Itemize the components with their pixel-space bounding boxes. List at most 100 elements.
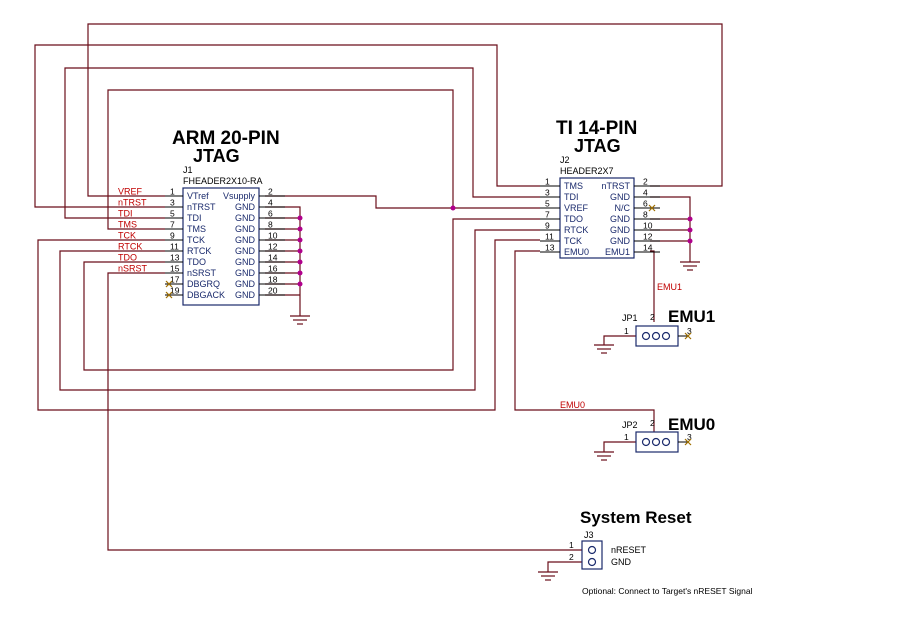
junction-dot — [297, 270, 303, 276]
arm-pin-20-number: 20 — [268, 286, 278, 296]
ti-pin-1-name: TMS — [564, 181, 583, 191]
wire-ntrst — [34, 44, 540, 208]
arm-part-name: FHEADER2X10-RA — [183, 176, 263, 186]
ti-pin-10-name: GND — [610, 225, 631, 235]
arm-pin-10-number: 10 — [268, 231, 278, 241]
wire-vref — [87, 23, 723, 197]
arm-pin-3-name: nTRST — [187, 202, 216, 212]
j3-pin-2 — [587, 557, 597, 567]
reset-note: Optional: Connect to Target's nRESET Sig… — [582, 586, 753, 596]
arm-title-line2: JTAG — [193, 146, 240, 166]
emu0-net-label: EMU0 — [560, 400, 585, 410]
junction-dot — [297, 215, 303, 221]
arm-pin-1-name: VTref — [187, 191, 209, 201]
ti-refdes: J2 — [560, 155, 570, 165]
wire-vsupply — [265, 195, 453, 209]
arm-pin-2-number: 2 — [268, 187, 273, 197]
arm-pin-20-name: GND — [235, 290, 256, 300]
junction-dot — [297, 281, 303, 287]
arm-connector-body — [182, 187, 260, 306]
arm-pin-14-name: GND — [235, 257, 256, 267]
ti-pin-2-name: nTRST — [601, 181, 630, 191]
junction-dot — [297, 248, 303, 254]
arm-pin-12-number: 12 — [268, 242, 278, 252]
jp1-pin1-number: 1 — [624, 326, 629, 336]
ti-pin-7-name: TDO — [564, 214, 583, 224]
ti-pin-9-name: RTCK — [564, 225, 588, 235]
ti-pin-9-number: 9 — [545, 221, 550, 231]
ti-title-line2: JTAG — [574, 136, 621, 156]
j3-refdes: J3 — [584, 530, 594, 540]
wire-tck — [37, 239, 540, 411]
junction-dot — [450, 205, 456, 211]
j3-pin1-label: nRESET — [611, 545, 647, 555]
junction-dot — [687, 227, 693, 233]
wire-group — [34, 23, 723, 572]
junction-dot — [297, 237, 303, 243]
ground-icon — [290, 315, 310, 325]
arm-pin-9-name: TCK — [187, 235, 205, 245]
j3-pin2-label: GND — [611, 557, 632, 567]
ti-pin-6-name: N/C — [615, 203, 631, 213]
arm-pin-9-number: 9 — [170, 231, 175, 241]
ti-pin-3-number: 3 — [545, 188, 550, 198]
wire-tdo — [83, 218, 540, 371]
arm-pin-17-name: DBGRQ — [187, 279, 220, 289]
jp2-pin2-number: 2 — [650, 418, 655, 428]
arm-pin-15-number: 15 — [170, 264, 180, 274]
ti-pin-1-number: 1 — [545, 177, 550, 187]
j3-pin-1 — [587, 545, 597, 555]
arm-pin-4-name: GND — [235, 202, 256, 212]
arm-pin-14-number: 14 — [268, 253, 278, 263]
arm-pin-5-number: 5 — [170, 209, 175, 219]
wire-nsrst — [107, 272, 582, 551]
arm-title-line1: ARM 20-PIN — [172, 128, 280, 149]
ti-pin-8-number: 8 — [643, 210, 648, 220]
jp1-title: EMU1 — [668, 307, 715, 326]
jp1-emu1-jumper: EMU1 EMU1 JP1 1 2 3 — [622, 282, 715, 347]
no-connect-icon — [684, 438, 692, 446]
arm-refdes: J1 — [183, 165, 193, 175]
arm-pin-2-name: Vsupply — [223, 191, 256, 201]
net-label-tdi: TDI — [118, 209, 133, 219]
jp2-pin-3 — [661, 437, 671, 447]
wire-jp2-gnd — [603, 441, 640, 452]
arm-pin-16-name: GND — [235, 268, 256, 278]
ti-connector-body — [559, 177, 635, 259]
arm-pin-12-name: GND — [235, 246, 256, 256]
ti-pin-12-number: 12 — [643, 232, 653, 242]
arm-pin-4-number: 4 — [268, 198, 273, 208]
junction-dots — [297, 205, 693, 287]
no-connect-icon — [165, 280, 173, 288]
net-label-tck: TCK — [118, 231, 136, 241]
ti-pin-4-number: 4 — [643, 188, 648, 198]
jp1-pin-1 — [641, 331, 651, 341]
arm-pin-13-name: TDO — [187, 257, 206, 267]
ti-pin-14-name: EMU1 — [605, 247, 630, 257]
arm-pin-7-number: 7 — [170, 220, 175, 230]
jp2-pin1-number: 1 — [624, 432, 629, 442]
arm-pin-13-number: 13 — [170, 253, 180, 263]
ti-title-line1: TI 14-PIN — [556, 118, 637, 139]
wire-emu0 — [514, 250, 655, 432]
ti-pin-4-name: GND — [610, 192, 631, 202]
junction-dot — [687, 216, 693, 222]
junction-dot — [687, 238, 693, 244]
arm-pin-19-name: DBGACK — [187, 290, 225, 300]
arm-pin-6-name: GND — [235, 213, 256, 223]
wire-tms — [107, 89, 540, 230]
ground-icon — [680, 261, 700, 271]
jp2-emu0-jumper: EMU0 EMU0 JP2 1 2 3 — [560, 400, 715, 453]
junction-dot — [297, 226, 303, 232]
j3-pin1-number: 1 — [569, 540, 574, 550]
wire-emu1 — [650, 250, 655, 322]
arm-pin-11-name: RTCK — [187, 246, 211, 256]
ti-pin-2-number: 2 — [643, 177, 648, 187]
arm-pin-19-number: 19 — [170, 286, 180, 296]
j3-system-reset: System Reset J3 1 2 nRESET GND Optional:… — [569, 508, 753, 596]
ti-pin-11-name: TCK — [564, 236, 582, 246]
ti-pin-3-name: TDI — [564, 192, 579, 202]
